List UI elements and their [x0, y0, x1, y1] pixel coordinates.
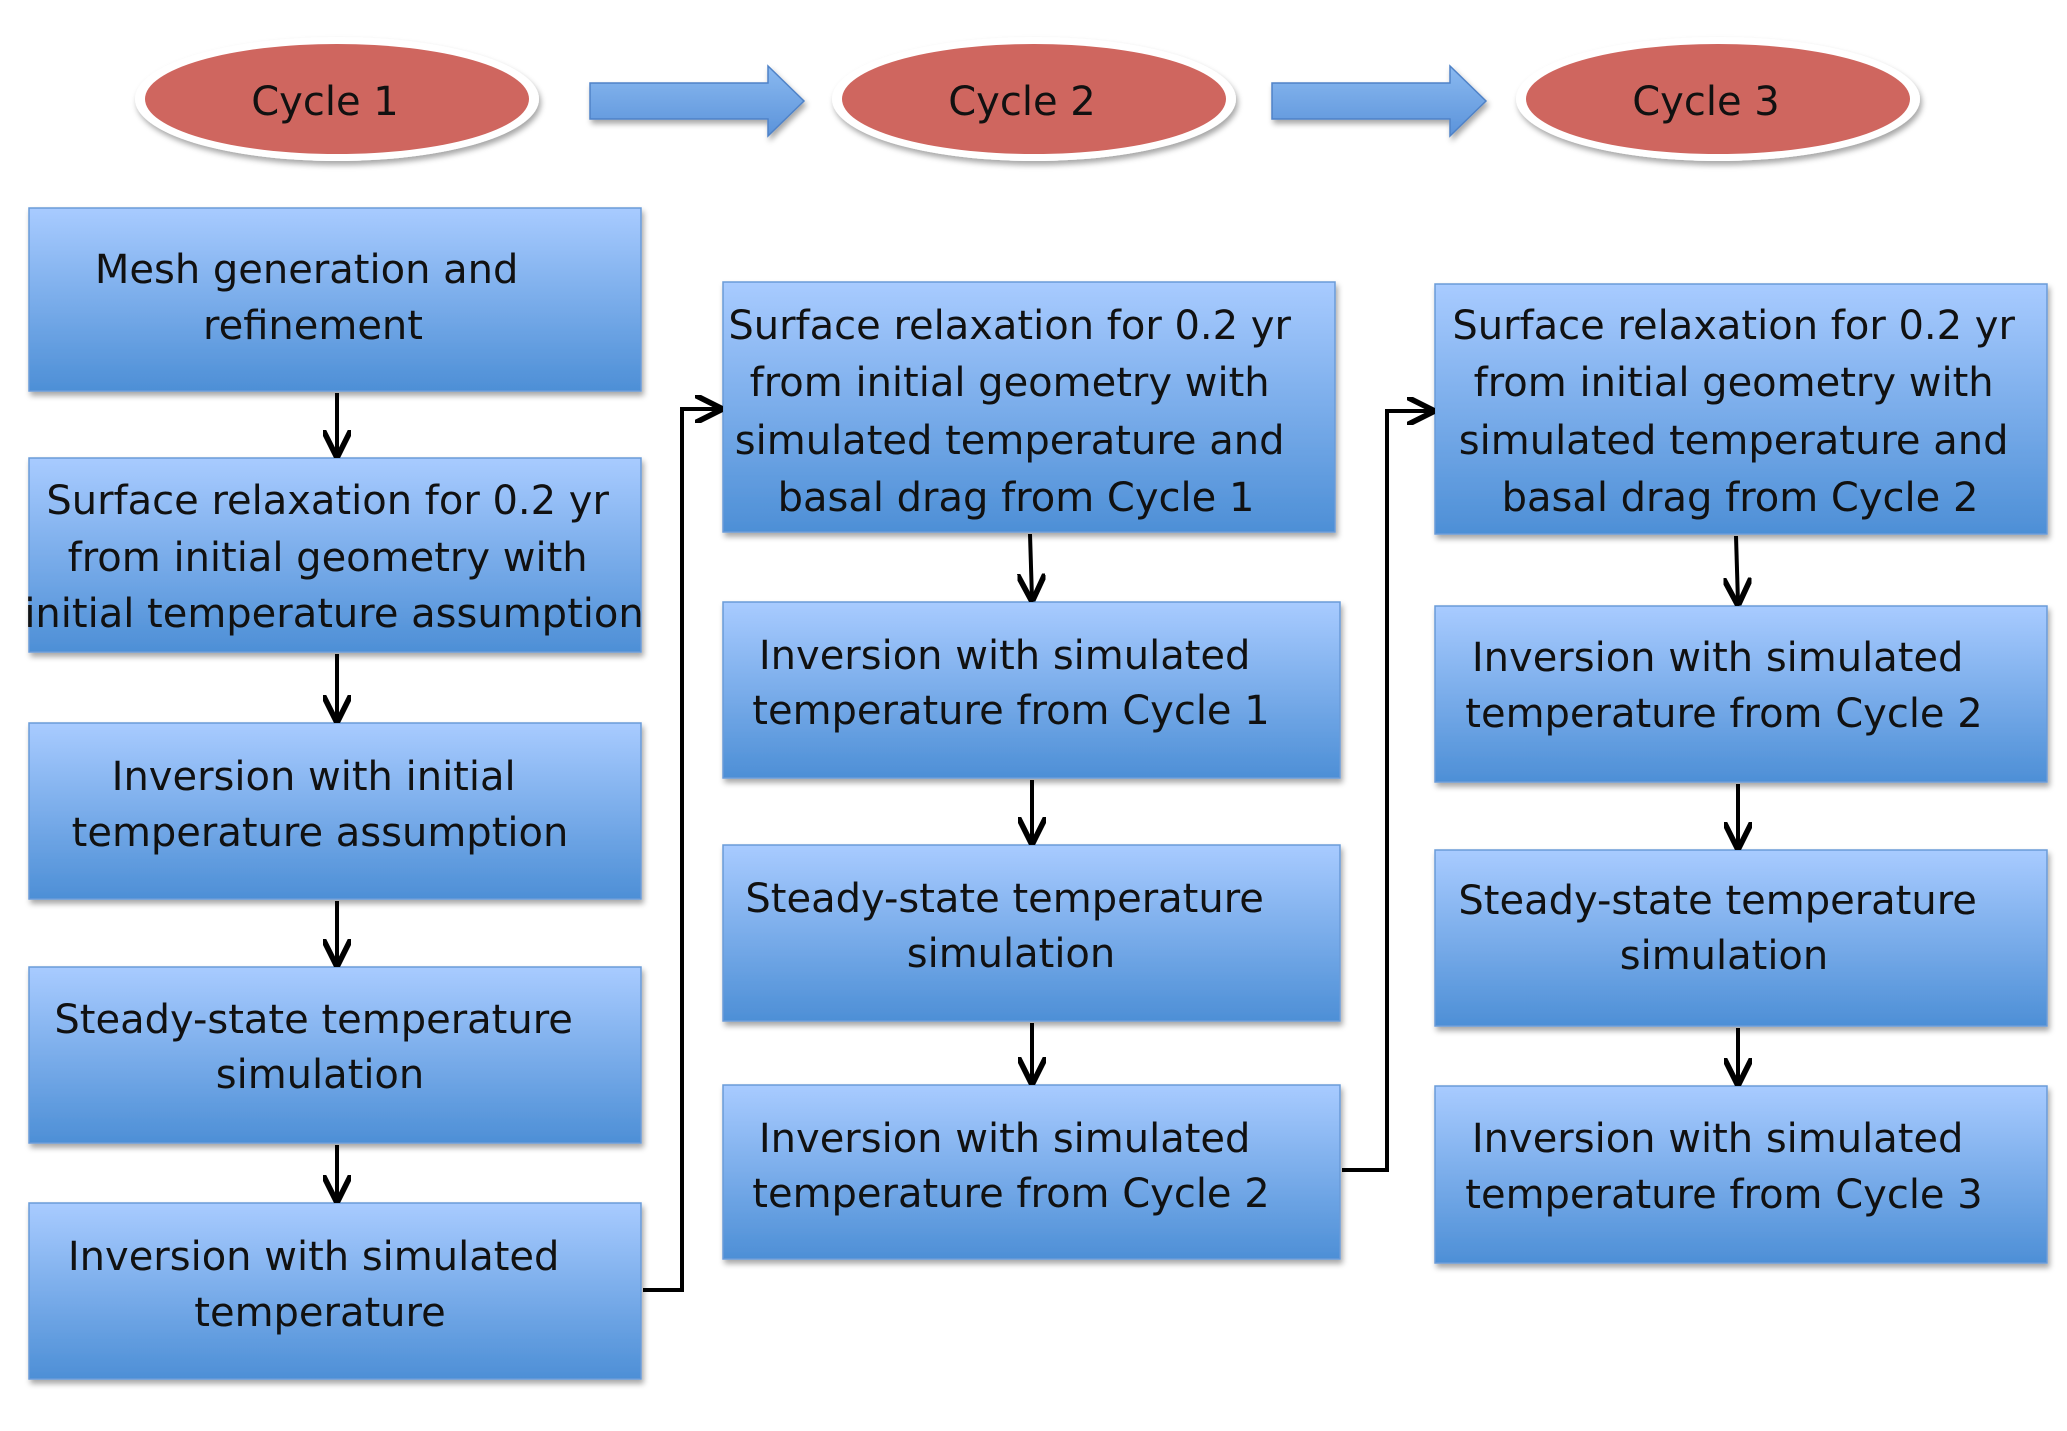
svg-text:Inversion with simulated: Inversion with simulated temperature fro… — [752, 1116, 1269, 1217]
col3-box-1-line-4: basal drag from Cycle 2 — [1502, 475, 1979, 521]
cycle-2-to-3-arrow — [1271, 64, 1488, 138]
col1-box-4-line-1: Steady-state temperature — [54, 997, 572, 1043]
col2-to-col3-connector — [1342, 411, 1432, 1172]
col3-box-1: Surface relaxation for 0.2 yr from initi… — [1434, 283, 2048, 535]
col2-box-1-line-1: Surface relaxation for 0.2 yr — [728, 303, 1291, 349]
col1-box-5-line-2: temperature — [194, 1290, 445, 1336]
svg-text:Steady-state temperature: Steady-state temperature simulation — [54, 997, 585, 1098]
svg-text:Inversion with simulated: Inversion with simulated temperature fro… — [1465, 1116, 1982, 1218]
col1-box-2: Surface relaxation for 0.2 yr from initi… — [24, 457, 644, 653]
col3-box-3: Steady-state temperature simulation — [1434, 849, 2048, 1027]
col3-box-4-line-2: temperature from Cycle 3 — [1465, 1172, 1982, 1218]
col1-box-3: Inversion with initial temperature assum… — [28, 722, 642, 900]
col1-box-2-line-1: Surface relaxation for 0.2 yr — [46, 478, 609, 524]
col1-box-1-line-1: Mesh generation and — [95, 247, 519, 293]
col2-box-1-line-3: simulated temperature and — [735, 418, 1285, 464]
col2-box-1-line-4: basal drag from Cycle 1 — [778, 475, 1255, 521]
cycle-3-ellipse — [1516, 37, 1920, 161]
col1-box-2-line-2: from initial geometry with — [68, 535, 588, 581]
col3-box-4-line-1: Inversion with simulated — [1472, 1116, 1964, 1162]
col2-box-2: Inversion with simulated temperature fro… — [722, 601, 1341, 779]
col1-box-5-line-1: Inversion with simulated — [68, 1234, 560, 1280]
svg-text:Surface relaxation for 0.2 yr: Surface relaxation for 0.2 yr from initi… — [24, 478, 643, 637]
col1-box-4: Steady-state temperature simulation — [28, 966, 642, 1144]
col3-box-1-line-1: Surface relaxation for 0.2 yr — [1452, 303, 2015, 349]
col3-box-2-line-2: temperature from Cycle 2 — [1465, 691, 1982, 737]
svg-text:Surface relaxation for 0.2 yr: Surface relaxation for 0.2 yr from initi… — [1452, 303, 2027, 521]
col2-box-1: Surface relaxation for 0.2 yr from initi… — [722, 281, 1336, 533]
col2-arrow-1 — [1030, 533, 1032, 599]
col1-box-4-line-2: simulation — [216, 1052, 425, 1098]
col3-box-3-line-2: simulation — [1620, 933, 1829, 979]
col2-box-2-line-2: temperature from Cycle 1 — [752, 688, 1269, 734]
col3-box-2-line-1: Inversion with simulated — [1472, 635, 1964, 681]
cycle-2-label: Cycle 2 — [948, 79, 1095, 125]
cycle-1-ellipse — [135, 37, 539, 161]
col3-box-3-line-1: Steady-state temperature — [1458, 878, 1976, 924]
svg-text:Inversion with simulated: Inversion with simulated temperature — [68, 1234, 572, 1336]
col2-box-3: Steady-state temperature simulation — [722, 844, 1341, 1022]
col2-box-4-line-1: Inversion with simulated — [759, 1116, 1251, 1162]
cycle-2-ellipse — [832, 37, 1236, 161]
svg-text:Inversion with simulated: Inversion with simulated temperature fro… — [1465, 635, 1982, 737]
cycle-1-label: Cycle 1 — [251, 79, 398, 125]
col2-box-2-line-1: Inversion with simulated — [759, 633, 1251, 679]
col3-arrow-1 — [1736, 535, 1738, 603]
col1-box-3-line-1: Inversion with initial — [112, 754, 516, 800]
svg-text:Inversion with initial t: Inversion with initial temperature assum… — [72, 754, 569, 856]
col2-box-4: Inversion with simulated temperature fro… — [722, 1084, 1341, 1260]
col2-box-3-line-2: simulation — [907, 931, 1116, 977]
svg-text:Steady-state temperature: Steady-state temperature simulation — [745, 876, 1276, 977]
col3-box-2: Inversion with simulated temperature fro… — [1434, 605, 2048, 783]
col1-to-col2-connector — [643, 409, 720, 1292]
cycle-3-label: Cycle 3 — [1632, 79, 1779, 125]
col1-box-1-line-2: refinement — [203, 303, 423, 349]
connectors — [337, 393, 1738, 1292]
col2-box-1-line-2: from initial geometry with — [750, 360, 1270, 406]
col1-box-2-line-3: initial temperature assumption — [24, 591, 643, 637]
col1-box-3-line-2: temperature assumption — [72, 810, 569, 856]
col1-box-1: Mesh generation and refinement — [28, 207, 642, 392]
svg-text:Surface relaxation for 0.2 yr: Surface relaxation for 0.2 yr from initi… — [728, 303, 1303, 521]
svg-text:Steady-state temperature: Steady-state temperature simulation — [1458, 878, 1989, 979]
col1-box-5: Inversion with simulated temperature — [28, 1202, 642, 1380]
col2-box-4-line-2: temperature from Cycle 2 — [752, 1171, 1269, 1217]
col3-box-1-line-2: from initial geometry with — [1474, 360, 1994, 406]
col3-box-1-line-3: simulated temperature and — [1459, 418, 2009, 464]
svg-text:Mesh generation and refi: Mesh generation and refinement — [95, 247, 531, 349]
col2-box-3-line-1: Steady-state temperature — [745, 876, 1263, 922]
cycle-1-to-2-arrow — [589, 64, 806, 138]
svg-text:Inversion with simulated: Inversion with simulated temperature fro… — [752, 633, 1269, 734]
col3-box-4: Inversion with simulated temperature fro… — [1434, 1085, 2048, 1264]
